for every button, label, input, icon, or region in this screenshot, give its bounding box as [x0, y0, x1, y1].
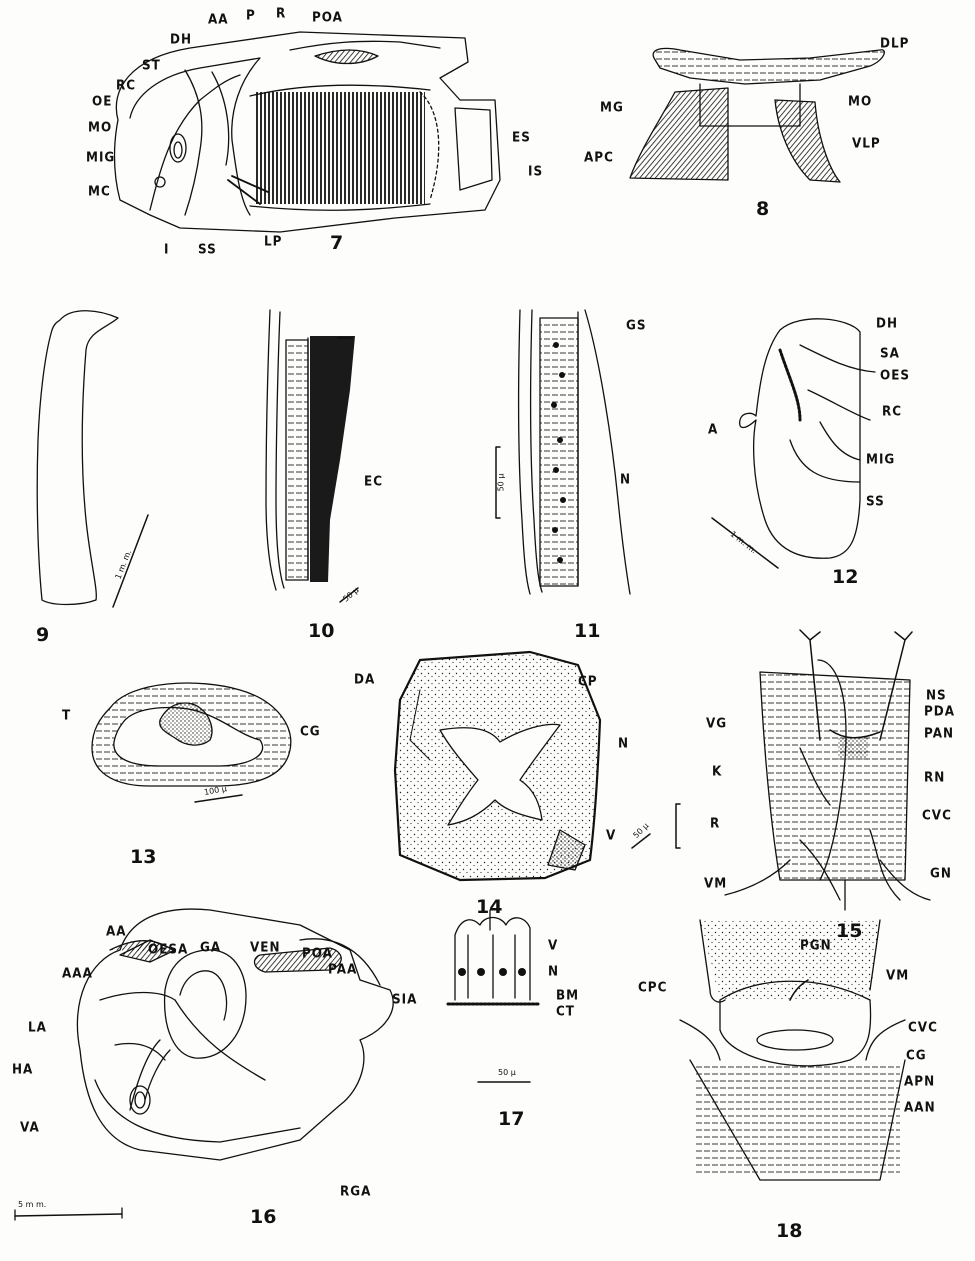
figure-number-18: 18 — [776, 1220, 802, 1242]
fig7-label-mo: MO — [88, 119, 112, 134]
figure-16-drawing — [15, 909, 393, 1220]
figure-number-8: 8 — [756, 198, 769, 220]
fig18-label-aan: AAN — [904, 1099, 936, 1114]
fig16-label-oesa: OESA — [148, 941, 188, 956]
fig16-scale-label: 5 m m. — [18, 1200, 46, 1209]
fig15-label-cvc: CVC — [922, 807, 952, 822]
fig11-label-n: N — [620, 471, 631, 486]
fig8-label-dlp: DLP — [880, 35, 909, 50]
fig7-label-aa: AA — [208, 11, 229, 26]
fig13-label-t: T — [62, 707, 71, 722]
fig11-scale-label: 50 µ — [496, 474, 505, 492]
fig7-label-es: ES — [512, 129, 531, 144]
fig10-label-ec: EC — [364, 473, 383, 488]
fig18-label-cg: CG — [906, 1047, 927, 1062]
fig12-label-a: A — [708, 421, 718, 436]
fig16-label-rga: RGA — [340, 1183, 371, 1198]
fig12-label-mig: MIG — [866, 451, 895, 466]
fig15-label-vg: VG — [706, 715, 727, 730]
figure-number-14: 14 — [476, 896, 502, 918]
figure-18-drawing — [680, 920, 905, 1180]
fig16-label-ha: HA — [12, 1061, 33, 1076]
figure-13-drawing — [92, 683, 291, 802]
fig8-label-apc: APC — [584, 149, 614, 164]
fig15-label-pda: PDA — [924, 703, 955, 718]
fig18-label-vm: VM — [886, 967, 909, 982]
fig18-label-pgn: PGN — [800, 937, 832, 952]
fig7-label-oe: OE — [92, 93, 112, 108]
figure-number-16: 16 — [250, 1206, 276, 1228]
fig7-label-mc: MC — [88, 183, 111, 198]
figure-10-drawing — [266, 310, 358, 602]
fig17-label-n: N — [548, 963, 559, 978]
figure-number-13: 13 — [130, 846, 156, 868]
fig15-label-r: R — [710, 815, 720, 830]
fig7-label-dh: DH — [170, 31, 192, 46]
figure-number-11: 11 — [574, 620, 600, 642]
figure-number-17: 17 — [498, 1108, 524, 1130]
fig7-label-poa: POA — [312, 9, 343, 24]
fig7-label-r: R — [276, 5, 286, 20]
fig13-label-cg: CG — [300, 723, 321, 738]
fig15-label-ns: NS — [926, 687, 947, 702]
fig14-label-da: DA — [354, 671, 375, 686]
fig7-label-lp: LP — [264, 233, 282, 248]
figure-7-drawing — [115, 32, 501, 232]
figure-11-drawing — [496, 310, 630, 594]
fig7-label-rc: RC — [116, 77, 136, 92]
fig16-label-va: VA — [20, 1119, 40, 1134]
fig17-scale-label: 50 µ — [498, 1068, 516, 1077]
fig8-label-mg: MG — [600, 99, 624, 114]
figure-14-drawing — [395, 652, 680, 880]
fig12-label-sa: SA — [880, 345, 900, 360]
fig7-label-ss: SS — [198, 241, 217, 256]
figure-9-drawing — [37, 311, 148, 607]
fig11-label-gs: GS — [626, 317, 647, 332]
fig17-label-bm: BM — [556, 987, 579, 1002]
fig7-label-mig: MIG — [86, 149, 115, 164]
fig12-label-rc: RC — [882, 403, 902, 418]
figure-number-7: 7 — [330, 232, 343, 254]
fig12-label-ss: SS — [866, 493, 885, 508]
figure-17-drawing — [448, 910, 540, 1082]
fig16-label-paa: PAA — [328, 961, 357, 976]
fig16-label-ven: VEN — [250, 939, 281, 954]
fig16-label-aa: AA — [106, 923, 127, 938]
fig15-label-pan: PAN — [924, 725, 954, 740]
fig15-label-vm: VM — [704, 875, 727, 890]
figure-number-12: 12 — [832, 566, 858, 588]
fig7-label-is: IS — [528, 163, 543, 178]
fig18-label-apn: APN — [904, 1073, 935, 1088]
fig7-label-st: ST — [142, 57, 161, 72]
fig18-label-cpc: CPC — [638, 979, 667, 994]
fig12-label-dh: DH — [876, 315, 898, 330]
fig8-label-mo: MO — [848, 93, 872, 108]
figure-number-10: 10 — [308, 620, 334, 642]
fig16-label-la: LA — [28, 1019, 47, 1034]
fig14-label-n: N — [618, 735, 629, 750]
fig16-label-aaa: AAA — [62, 965, 93, 980]
fig8-label-vlp: VLP — [852, 135, 881, 150]
fig14-label-v: V — [606, 827, 616, 842]
figure-8-drawing — [630, 48, 884, 182]
fig14-label-cp: CP — [578, 673, 598, 688]
fig7-label-p: P — [246, 7, 256, 22]
fig15-label-gn: GN — [930, 865, 952, 880]
figure-number-15: 15 — [836, 920, 862, 942]
fig18-label-cvc: CVC — [908, 1019, 938, 1034]
fig17-label-ct: CT — [556, 1003, 575, 1018]
fig17-label-v: V — [548, 937, 558, 952]
figure-15-drawing — [725, 630, 930, 910]
fig16-label-sia: SIA — [392, 991, 417, 1006]
fig15-label-rn: RN — [924, 769, 945, 784]
fig7-label-i: I — [164, 241, 169, 256]
fig16-label-poa: POA — [302, 945, 333, 960]
fig12-label-oes: OES — [880, 367, 910, 382]
fig15-label-k: K — [712, 763, 722, 778]
fig16-label-ga: GA — [200, 939, 221, 954]
figure-number-9: 9 — [36, 624, 49, 646]
